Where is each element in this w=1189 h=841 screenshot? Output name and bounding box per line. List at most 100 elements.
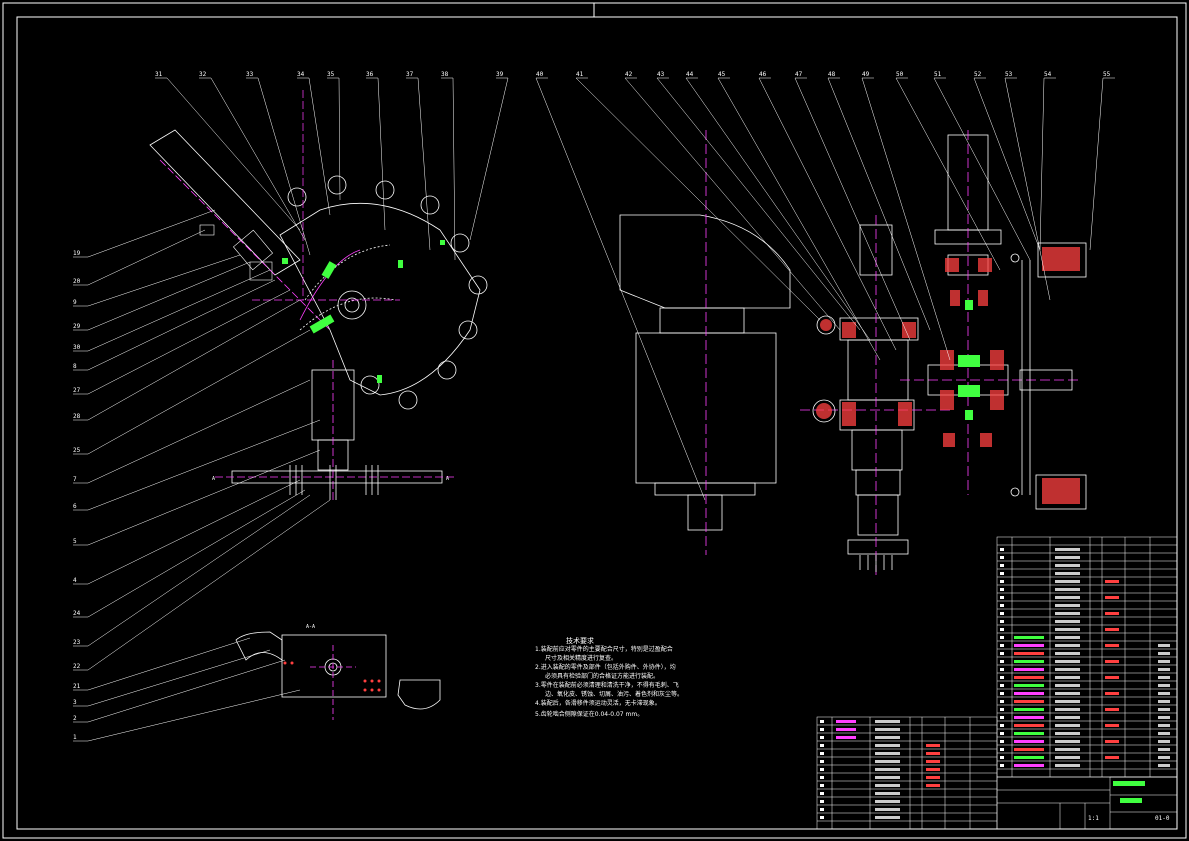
part-code-mark [1014,748,1044,751]
part-note-mark [1158,708,1170,711]
parts-list-colored-text [1000,548,1170,767]
part-note-mark [1158,692,1170,695]
drawing-frame [16,16,1178,830]
part-no-mark [1000,652,1004,655]
part-note-mark [1158,684,1170,687]
part-name-mark [1055,604,1080,607]
part-name-mark [1055,596,1080,599]
part-code-mark [1014,644,1044,647]
part-material-mark [926,744,940,747]
part-no-mark [1000,740,1004,743]
part-no-mark [1000,668,1004,671]
part-code-mark [1014,756,1044,759]
part-no-mark [1000,724,1004,727]
middle-view-red-hatching [816,319,916,426]
part-material-mark [1105,596,1119,599]
part-no-mark [1000,684,1004,687]
part-no-mark [820,808,824,811]
part-no-mark [1000,692,1004,695]
parts-list-lower-colored-text [820,720,940,819]
top-callout-39: 39 [496,71,504,78]
part-name-mark [1055,588,1080,591]
title-block-drawing-no: 01-0 [1155,815,1170,822]
left-callout-21: 21 [73,683,81,690]
part-no-mark [820,768,824,771]
title-block-material [1120,798,1142,803]
part-no-mark [820,728,824,731]
part-no-mark [1000,716,1004,719]
part-no-mark [1000,612,1004,615]
part-code-mark [836,728,856,731]
tech-req-line: 5.齿轮啮合侧隙保证在0.04-0.07 mm。 [535,710,643,718]
part-code-mark [836,720,856,723]
part-name-mark [1055,556,1080,559]
part-no-mark [1000,572,1004,575]
top-callout-41: 41 [576,71,584,78]
part-material-mark [1105,724,1119,727]
part-no-mark [1000,580,1004,583]
parts-list-table-lower [816,716,998,830]
part-name-mark [875,784,900,787]
part-code-mark [1014,660,1044,663]
part-no-mark [820,752,824,755]
part-note-mark [1158,756,1170,759]
part-no-mark [1000,644,1004,647]
part-name-mark [875,800,900,803]
top-callout-55: 55 [1103,71,1111,78]
part-name-mark [1055,732,1080,735]
right-view-green-parts [958,300,980,420]
part-name-mark [1055,740,1080,743]
part-name-mark [1055,748,1080,751]
part-material-mark [926,768,940,771]
top-callout-32: 32 [199,71,207,78]
part-name-mark [875,760,900,763]
top-callout-54: 54 [1044,71,1052,78]
section-marker-right: A [446,476,449,482]
middle-view-assembly [619,130,950,575]
left-callout-leaders [73,209,331,742]
part-note-mark [1158,676,1170,679]
top-callout-44: 44 [686,71,694,78]
part-note-mark [1158,764,1170,767]
part-name-mark [1055,708,1080,711]
part-code-mark [1014,740,1044,743]
part-note-mark [1158,748,1170,751]
part-no-mark [820,736,824,739]
part-no-mark [1000,748,1004,751]
part-name-mark [875,752,900,755]
part-no-mark [820,816,824,819]
part-note-mark [1158,724,1170,727]
part-name-mark [1055,620,1080,623]
left-callout-3: 3 [73,699,77,706]
part-no-mark [1000,756,1004,759]
section-view [235,631,441,720]
part-note-mark [1158,732,1170,735]
top-callout-34: 34 [297,71,305,78]
part-code-mark [1014,724,1044,727]
part-code-mark [1014,692,1044,695]
top-callout-47: 47 [795,71,803,78]
left-callout-8: 8 [73,363,77,370]
part-name-mark [875,736,900,739]
part-material-mark [1105,660,1119,663]
part-name-mark [1055,644,1080,647]
part-name-mark [1055,700,1080,703]
part-no-mark [1000,564,1004,567]
part-no-mark [1000,700,1004,703]
part-name-mark [1055,564,1080,567]
part-name-mark [1055,676,1080,679]
part-note-mark [1158,660,1170,663]
left-callout-23: 23 [73,639,81,646]
part-no-mark [820,720,824,723]
part-name-mark [1055,572,1080,575]
parts-list-table [996,536,1178,778]
left-callout-4: 4 [73,577,77,584]
top-callout-43: 43 [657,71,665,78]
part-name-mark [1055,668,1080,671]
part-name-mark [1055,716,1080,719]
part-no-mark [1000,764,1004,767]
left-callout-7: 7 [73,476,77,483]
part-no-mark [820,784,824,787]
tech-req-line: 1.装配前应对零件的主要配合尺寸，特别是过盈配合 [535,645,673,653]
